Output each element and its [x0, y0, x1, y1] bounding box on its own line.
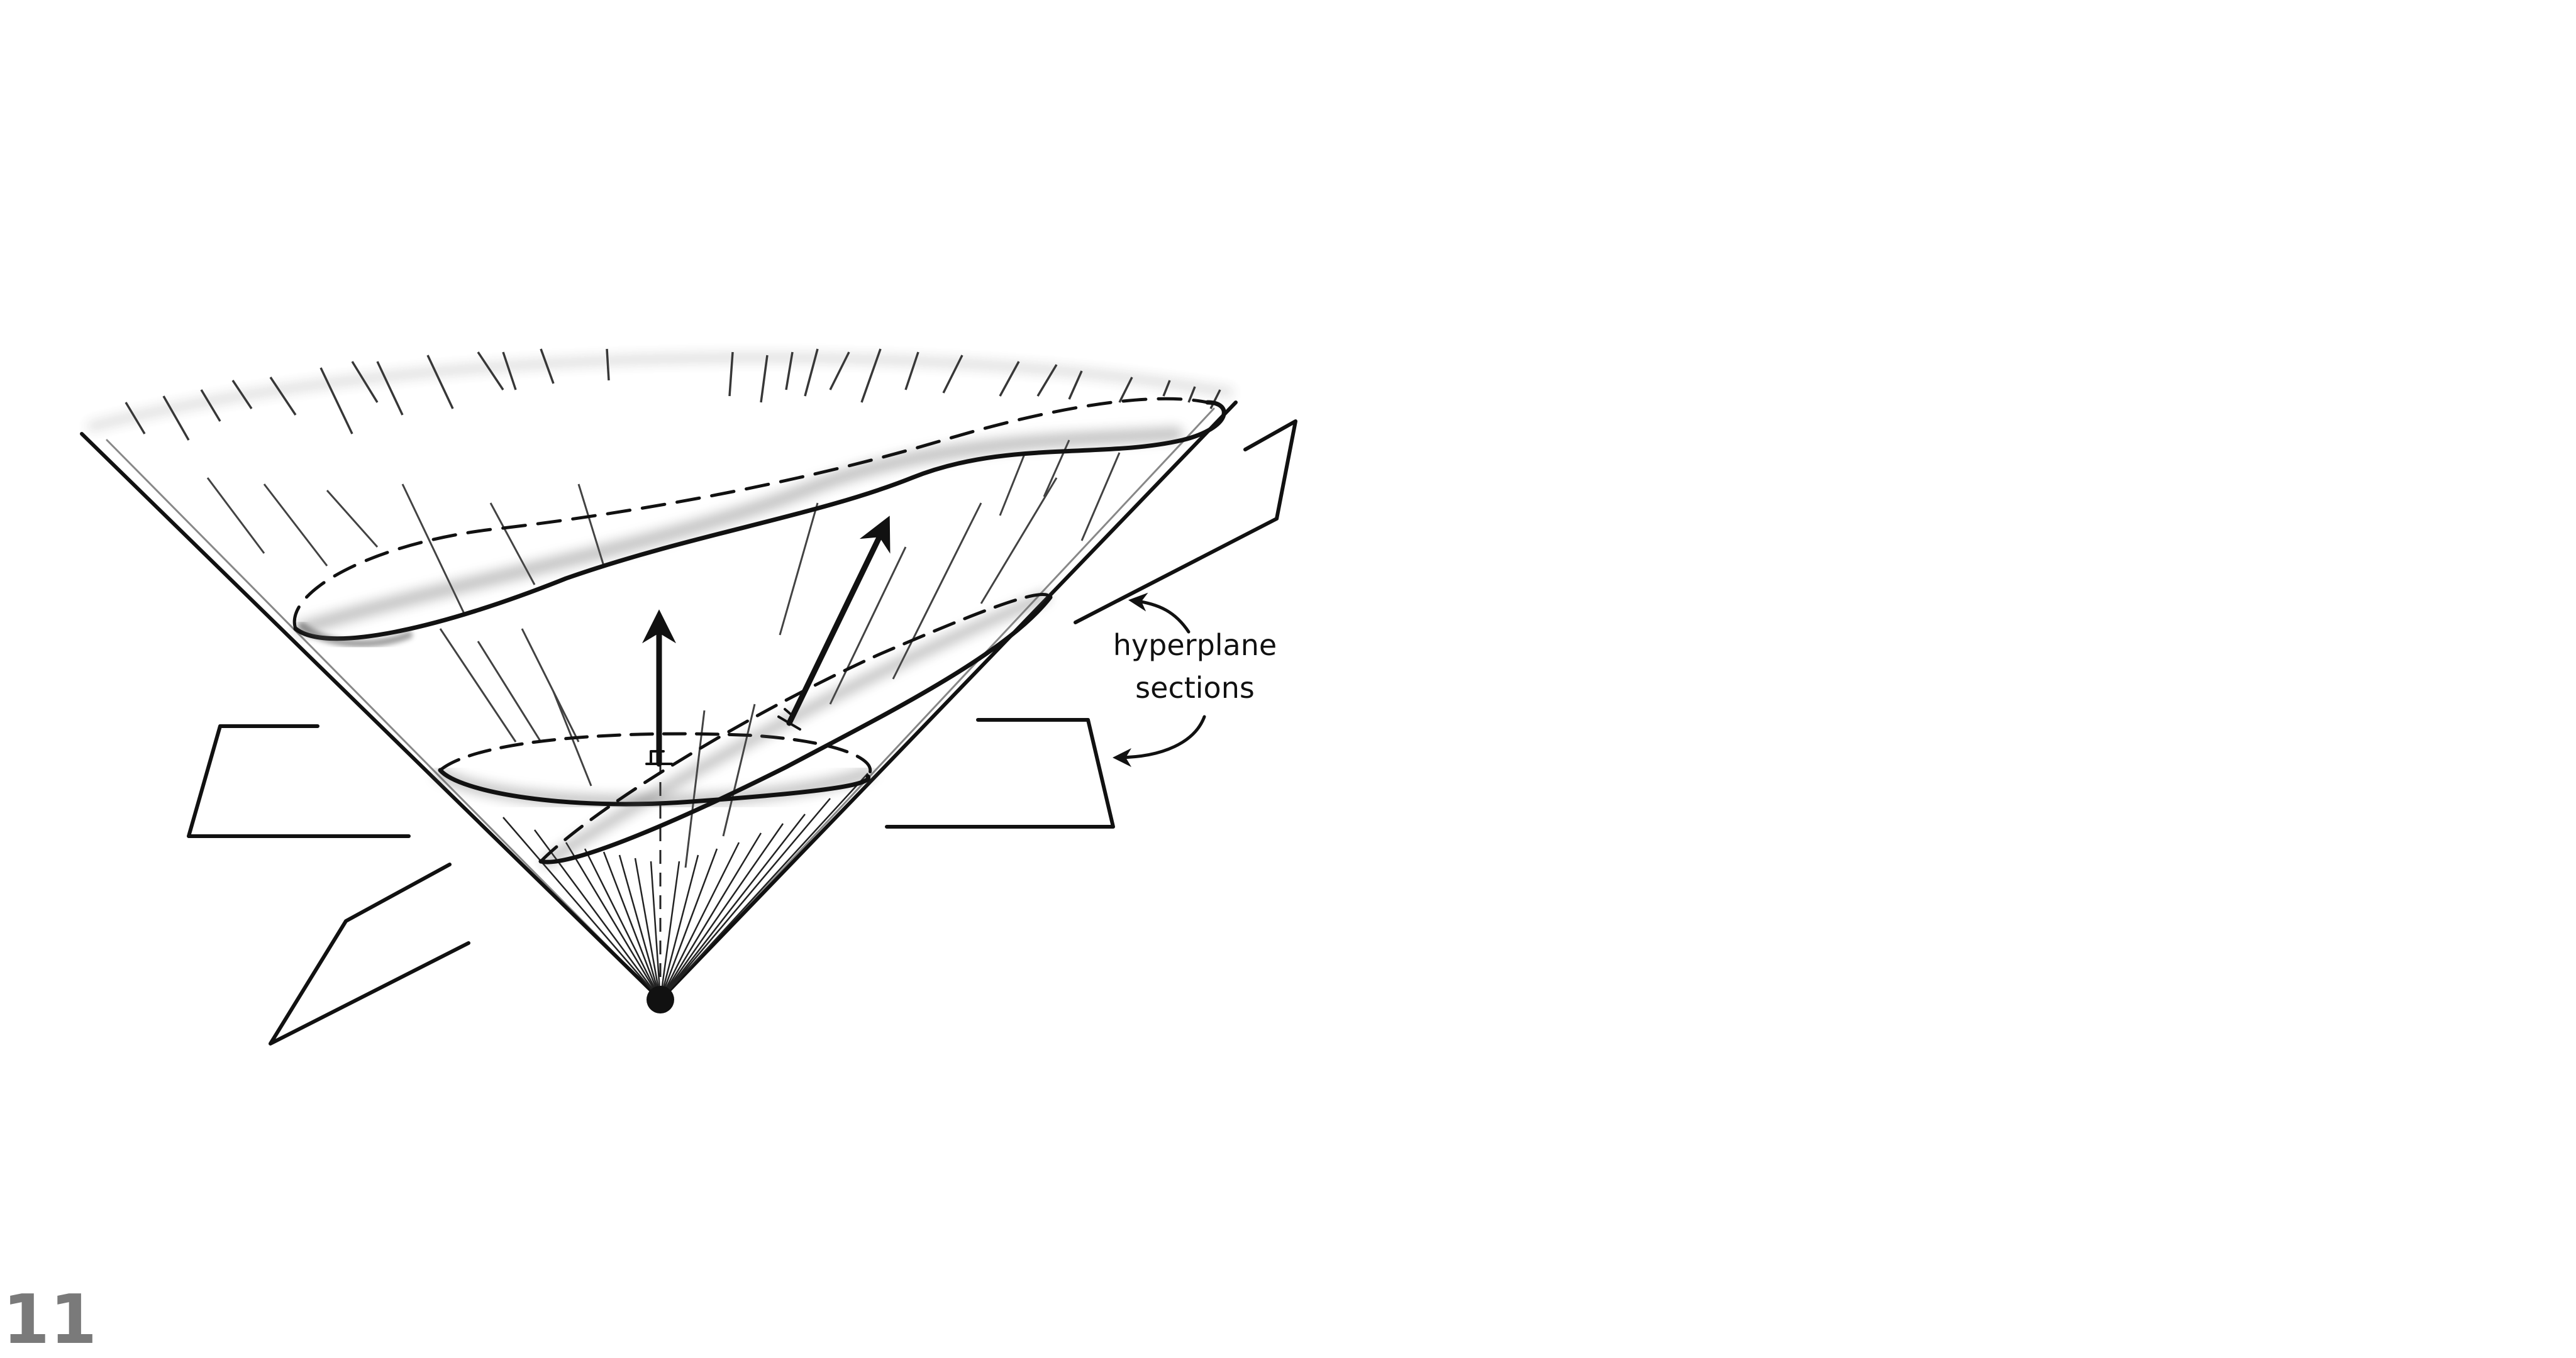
annotation-line1: hyperplane [1113, 628, 1277, 662]
upper-section-curve [294, 399, 1224, 643]
right-horizontal-plane [887, 720, 1113, 827]
left-tilted-plane [270, 864, 469, 1044]
page-number: 11 [3, 1286, 97, 1354]
left-horizontal-plane [189, 726, 409, 836]
cone-rim-hatching [88, 349, 1233, 440]
cone-apex-dot [647, 986, 674, 1013]
tilted-section-ellipse [541, 595, 1050, 863]
annotation-line2: sections [1135, 671, 1255, 705]
